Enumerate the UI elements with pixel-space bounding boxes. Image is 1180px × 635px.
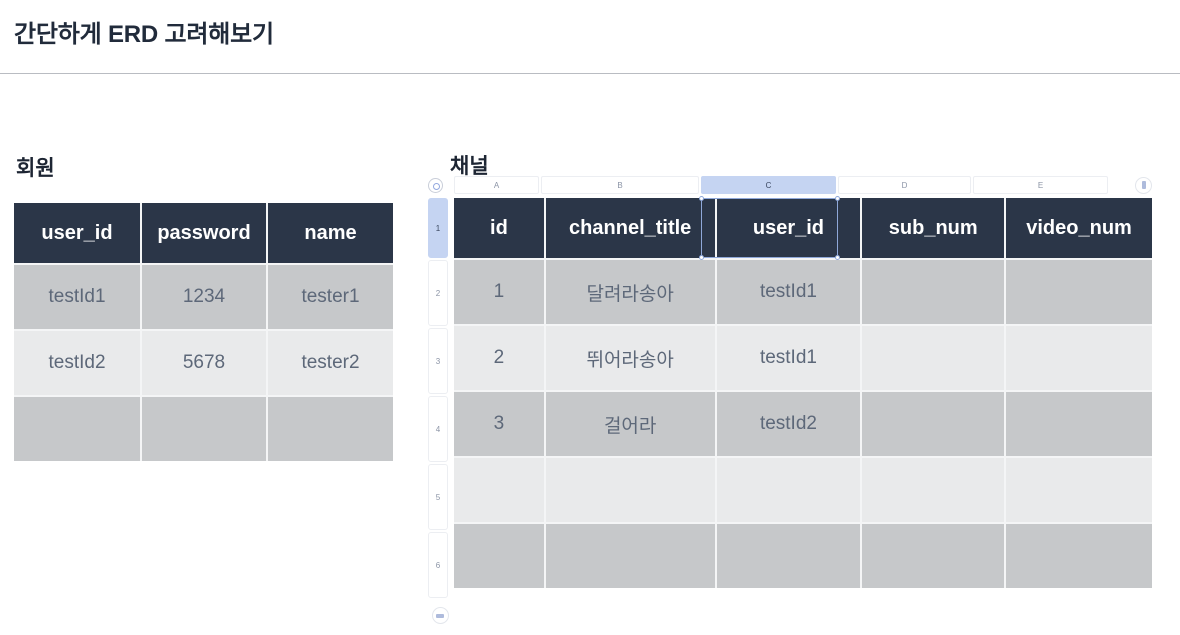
table-row <box>454 456 1152 522</box>
member-table: user_id password name testId1 1234 teste… <box>14 203 393 461</box>
row-header-2[interactable]: 2 <box>428 260 448 326</box>
row-header-3[interactable]: 3 <box>428 328 448 394</box>
channel-cell[interactable] <box>545 522 717 588</box>
channel-cell[interactable] <box>862 324 1007 390</box>
channel-cell[interactable]: 뛰어라송아 <box>545 324 717 390</box>
channel-cell[interactable] <box>862 390 1007 456</box>
column-header-b[interactable]: B <box>541 176 699 194</box>
table-row: testId2 5678 tester2 <box>14 329 393 395</box>
channel-cell[interactable]: 1 <box>454 258 546 324</box>
member-col-name: name <box>268 203 393 263</box>
channel-cell[interactable] <box>1006 324 1152 390</box>
table-row: 2 뛰어라송아 testId1 <box>454 324 1152 390</box>
channel-col-video-num[interactable]: video_num <box>1006 198 1152 258</box>
channel-col-id[interactable]: id <box>454 198 546 258</box>
column-header-row: A B C D E <box>454 176 1152 194</box>
row-header-1[interactable]: 1 <box>428 198 448 258</box>
page-title: 간단하게 ERD 고려해보기 <box>14 21 274 48</box>
channel-cell[interactable] <box>716 522 863 588</box>
channel-table: id channel_title user_id sub_num video_n… <box>454 198 1152 588</box>
member-cell <box>14 395 142 461</box>
title-divider <box>0 73 1180 74</box>
row-header-4[interactable]: 4 <box>428 396 448 462</box>
member-cell: tester1 <box>268 263 393 329</box>
channel-cell[interactable] <box>454 522 546 588</box>
member-cell: 1234 <box>142 263 268 329</box>
channel-cell[interactable] <box>862 522 1007 588</box>
channel-col-channel-title[interactable]: channel_title <box>545 198 717 258</box>
add-row-icon[interactable] <box>432 607 449 624</box>
table-row <box>454 522 1152 588</box>
channel-cell[interactable] <box>1006 522 1152 588</box>
row-header-column: 1 2 3 4 5 6 <box>428 198 448 600</box>
channel-cell[interactable]: testId2 <box>716 390 863 456</box>
channel-col-sub-num[interactable]: sub_num <box>862 198 1007 258</box>
member-cell: 5678 <box>142 329 268 395</box>
channel-cell[interactable] <box>716 456 863 522</box>
table-row: 3 걸어라 testId2 <box>454 390 1152 456</box>
channel-cell[interactable]: testId1 <box>716 324 863 390</box>
member-cell: testId1 <box>14 263 142 329</box>
member-section-caption: 회원 <box>16 157 55 180</box>
column-header-d[interactable]: D <box>838 176 971 194</box>
member-cell: tester2 <box>268 329 393 395</box>
channel-cell[interactable]: 2 <box>454 324 546 390</box>
member-cell: testId2 <box>14 329 142 395</box>
channel-cell[interactable] <box>454 456 546 522</box>
channel-col-user-id[interactable]: user_id <box>716 198 863 258</box>
table-row: 1 달려라송아 testId1 <box>454 258 1152 324</box>
member-col-password: password <box>142 203 268 263</box>
channel-cell[interactable]: 걸어라 <box>545 390 717 456</box>
row-header-5[interactable]: 5 <box>428 464 448 530</box>
channel-cell[interactable] <box>1006 258 1152 324</box>
channel-cell[interactable] <box>1006 456 1152 522</box>
channel-cell[interactable]: 3 <box>454 390 546 456</box>
table-row <box>14 395 393 461</box>
channel-table-header-row: id channel_title user_id sub_num video_n… <box>454 198 1152 258</box>
channel-cell[interactable] <box>1006 390 1152 456</box>
channel-cell[interactable] <box>545 456 717 522</box>
channel-spreadsheet: A B C D E 1 2 3 4 5 6 id channel_title u… <box>428 176 1152 624</box>
member-cell <box>142 395 268 461</box>
column-header-c[interactable]: C <box>701 176 836 194</box>
member-table-header-row: user_id password name <box>14 203 393 263</box>
add-column-icon[interactable] <box>1135 177 1152 194</box>
channel-cell[interactable]: testId1 <box>716 258 863 324</box>
channel-section-caption: 채널 <box>450 155 489 178</box>
member-col-user-id: user_id <box>14 203 142 263</box>
column-header-a[interactable]: A <box>454 176 539 194</box>
row-header-6[interactable]: 6 <box>428 532 448 598</box>
column-header-e[interactable]: E <box>973 176 1108 194</box>
channel-cell[interactable]: 달려라송아 <box>545 258 717 324</box>
select-all-icon[interactable] <box>428 178 443 193</box>
channel-cell[interactable] <box>862 456 1007 522</box>
member-cell <box>268 395 393 461</box>
channel-cell[interactable] <box>862 258 1007 324</box>
table-row: testId1 1234 tester1 <box>14 263 393 329</box>
